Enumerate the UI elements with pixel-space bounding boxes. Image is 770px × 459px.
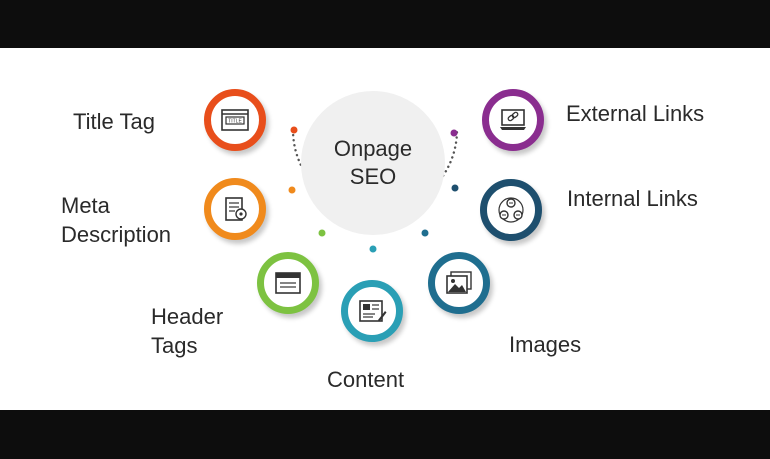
- content-icon: [359, 300, 387, 322]
- images-icon: [446, 271, 472, 294]
- letterbox-bottom: [0, 410, 770, 459]
- arc-dot-title: [290, 126, 298, 134]
- header-tags-icon: [275, 272, 301, 294]
- label-meta-description: Meta Description: [61, 193, 172, 247]
- arc-dot-internal: [451, 184, 459, 192]
- node-header-tags: [257, 252, 319, 314]
- arc-dot-meta: [288, 186, 296, 194]
- arc-dot-external: [450, 129, 458, 137]
- label-title-tag: Title Tag: [73, 109, 155, 134]
- meta-description-icon: [225, 197, 247, 221]
- svg-text:TITLE: TITLE: [228, 119, 242, 125]
- arc-dot-content: [369, 245, 377, 253]
- arc-dot-images: [421, 229, 429, 237]
- label-content: Content: [327, 367, 405, 392]
- node-meta-description: [204, 178, 266, 240]
- center-label: Onpage SEO: [333, 136, 413, 189]
- node-content: [341, 280, 403, 342]
- label-internal-links: Internal Links: [567, 186, 698, 211]
- label-external-links: External Links: [566, 101, 705, 126]
- title-tag-icon: TITLE: [221, 109, 249, 131]
- node-title-tag: TITLE: [204, 89, 266, 151]
- letterbox-top: [0, 0, 770, 48]
- node-external-links: [482, 89, 544, 151]
- external-links-icon: [500, 109, 526, 130]
- label-images: Images: [509, 332, 582, 357]
- node-images: [428, 252, 490, 314]
- arc-dot-header: [318, 229, 326, 237]
- label-header-tags: Header Tags: [151, 304, 224, 358]
- node-internal-links: [480, 179, 542, 241]
- internal-links-icon: [498, 197, 524, 223]
- center-hub: Onpage SEO: [301, 91, 445, 235]
- diagram: Onpage SEO TITLE Title Tag Meta Descript…: [0, 48, 770, 410]
